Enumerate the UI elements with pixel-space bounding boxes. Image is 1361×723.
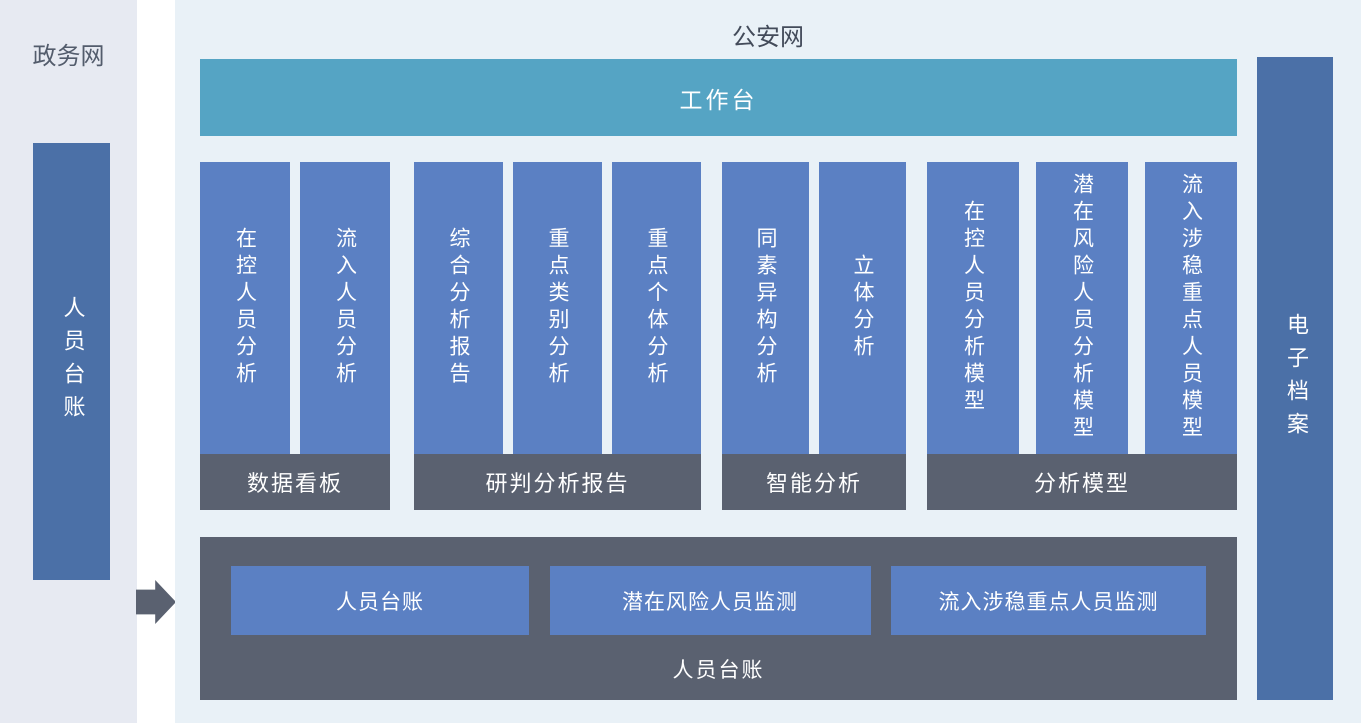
workbench-bar: 工作台 bbox=[200, 59, 1237, 136]
public-security-network-title: 公安网 bbox=[732, 23, 804, 51]
module-bar-label: 立体分析 bbox=[851, 254, 875, 362]
module-bar: 重点类别分析 bbox=[513, 162, 602, 454]
personnel-ledger-panel: 人员台账 潜在风险人员监测 流入涉稳重点人员监测 人员台账 bbox=[200, 537, 1237, 700]
workbench-label: 工作台 bbox=[679, 87, 758, 114]
potential-risk-monitoring-button: 潜在风险人员监测 bbox=[549, 566, 871, 635]
group-analysis-models: 在控人员分析模型 潜在风险人员分析模型 流入涉稳重点人员模型 分析模型 bbox=[927, 162, 1237, 510]
module-bar: 综合分析报告 bbox=[414, 162, 503, 454]
module-bar: 流入涉稳重点人员模型 bbox=[1145, 162, 1237, 454]
ledger-button-row: 人员台账 潜在风险人员监测 流入涉稳重点人员监测 bbox=[231, 566, 1206, 635]
module-bar: 流入人员分析 bbox=[300, 162, 390, 454]
inflow-key-personnel-monitoring-button: 流入涉稳重点人员监测 bbox=[891, 566, 1206, 635]
module-bar-label: 同素异构分析 bbox=[754, 227, 778, 389]
group-analysis-report: 综合分析报告 重点类别分析 重点个体分析 研判分析报告 bbox=[414, 162, 701, 510]
module-bar: 重点个体分析 bbox=[612, 162, 701, 454]
module-bar: 同素异构分析 bbox=[722, 162, 809, 454]
group-intelligent-analysis: 同素异构分析 立体分析 智能分析 bbox=[722, 162, 906, 510]
group-bars: 在控人员分析 流入人员分析 bbox=[200, 162, 390, 454]
module-bar-label: 在控人员分析 bbox=[233, 227, 258, 389]
module-bar: 潜在风险人员分析模型 bbox=[1036, 162, 1128, 454]
module-bar-label: 重点个体分析 bbox=[645, 227, 669, 389]
personnel-ledger-panel-label: 人员台账 bbox=[672, 658, 765, 682]
right-arrow-icon bbox=[136, 580, 176, 624]
module-bar-label: 在控人员分析模型 bbox=[961, 200, 986, 416]
module-bar: 在控人员分析 bbox=[200, 162, 290, 454]
group-data-dashboard: 在控人员分析 流入人员分析 数据看板 bbox=[200, 162, 390, 510]
group-label: 研判分析报告 bbox=[414, 454, 701, 510]
public-security-network-panel: 公安网 工作台 在控人员分析 流入人员分析 数据看板 综合分析报告 重点类别分析… bbox=[175, 0, 1361, 723]
module-bar-label: 综合分析报告 bbox=[447, 227, 471, 389]
group-bars: 在控人员分析模型 潜在风险人员分析模型 流入涉稳重点人员模型 bbox=[927, 162, 1237, 454]
module-bar-label: 潜在风险人员分析模型 bbox=[1070, 173, 1095, 443]
electronic-archive-bar-label: 电子档案 bbox=[1283, 312, 1308, 445]
personnel-ledger-button: 人员台账 bbox=[231, 566, 529, 635]
personnel-ledger-bar: 人员台账 bbox=[33, 143, 110, 580]
module-bar-label: 重点类别分析 bbox=[546, 227, 570, 389]
group-label: 分析模型 bbox=[927, 454, 1237, 510]
module-bar: 在控人员分析模型 bbox=[927, 162, 1019, 454]
module-bar-label: 流入人员分析 bbox=[333, 227, 358, 389]
government-network-panel: 政务网 人员台账 bbox=[0, 0, 137, 723]
group-label: 智能分析 bbox=[722, 454, 906, 510]
electronic-archive-bar: 电子档案 bbox=[1257, 57, 1333, 700]
personnel-ledger-bar-label: 人员台账 bbox=[59, 295, 85, 428]
module-bar: 立体分析 bbox=[819, 162, 906, 454]
group-bars: 同素异构分析 立体分析 bbox=[722, 162, 906, 454]
government-network-title: 政务网 bbox=[32, 42, 105, 70]
module-bar-label: 流入涉稳重点人员模型 bbox=[1179, 173, 1204, 443]
group-label: 数据看板 bbox=[200, 454, 390, 510]
group-bars: 综合分析报告 重点类别分析 重点个体分析 bbox=[414, 162, 701, 454]
